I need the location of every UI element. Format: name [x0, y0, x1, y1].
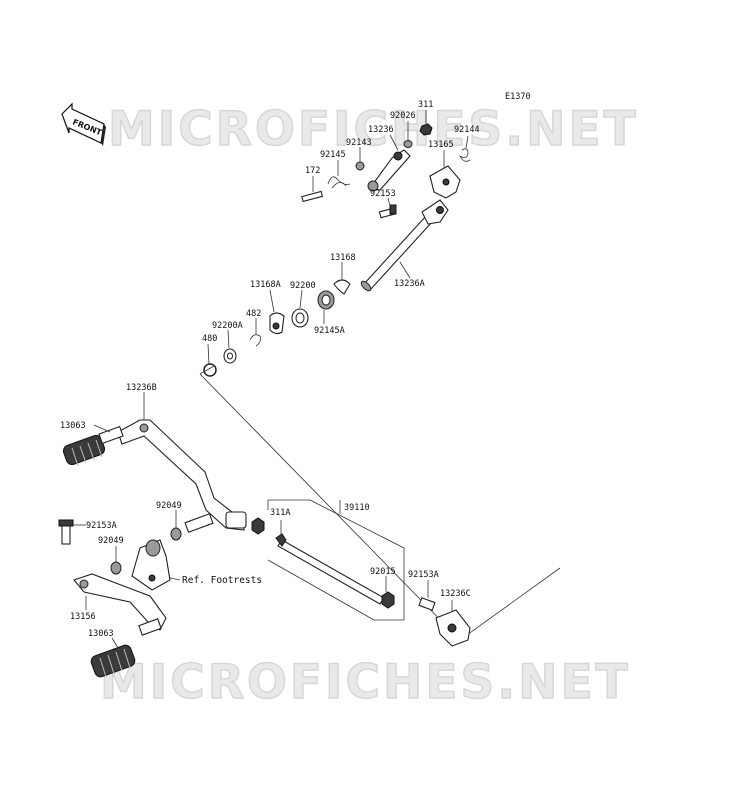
- label-92200A: 92200A: [212, 321, 243, 331]
- washer-92049-lower: [110, 546, 122, 575]
- diagram-code: E1370: [505, 92, 531, 102]
- label-311: 311: [418, 100, 433, 110]
- label-13236A: 13236A: [394, 279, 425, 289]
- washer-92200A: [223, 329, 237, 364]
- bolt-92153A-left: [58, 519, 86, 545]
- label-13063-lower: 13063: [88, 629, 114, 639]
- label-480: 480: [202, 334, 217, 344]
- label-13236C: 13236C: [440, 589, 471, 599]
- alignment-line-2: [459, 567, 561, 641]
- footrest-bracket: [131, 539, 181, 591]
- plate-13165: [429, 150, 461, 199]
- label-13156: 13156: [70, 612, 96, 622]
- shift-rod: [275, 520, 385, 605]
- nut-pedal-end: [251, 517, 265, 535]
- label-92144: 92144: [454, 125, 480, 135]
- bolt-92153: [378, 197, 397, 219]
- part-13168A: [269, 289, 285, 335]
- collar-92143: [355, 147, 365, 171]
- part-13168: [333, 262, 351, 295]
- label-92049-lower: 92049: [98, 536, 124, 546]
- washer-92200: [291, 289, 309, 328]
- nut-92015: [381, 576, 395, 609]
- washer-92049-upper: [170, 510, 214, 541]
- lever-13236C: [418, 580, 471, 647]
- watermark-bottom: MICROFICHES.NET: [100, 655, 631, 710]
- label-482: 482: [246, 309, 261, 319]
- label-311A: 311A: [270, 508, 290, 518]
- ref-footrests-note: Ref. Footrests: [182, 575, 262, 586]
- ring-480: [203, 343, 217, 377]
- label-39110: 39110: [344, 503, 370, 513]
- front-arrow-icon: FRONT: [61, 102, 106, 146]
- label-92049-upper: 92049: [156, 501, 182, 511]
- shift-pedal-13156: [73, 573, 167, 636]
- label-13165: 13165: [428, 140, 454, 150]
- spring-92145: [327, 160, 351, 189]
- spring-92145A: [317, 290, 335, 324]
- label-172: 172: [305, 166, 320, 176]
- alignment-line: [199, 373, 461, 641]
- shift-shaft-13236A: [360, 199, 449, 292]
- shift-arm-13236: [367, 134, 411, 192]
- label-92145A: 92145A: [314, 326, 345, 336]
- label-92200: 92200: [290, 281, 316, 291]
- spring-92144: [458, 135, 471, 162]
- label-13236B: 13236B: [126, 383, 157, 393]
- watermark-top: MICROFICHES.NET: [108, 102, 639, 157]
- label-13063-upper: 13063: [60, 421, 86, 431]
- clip-482: [249, 318, 261, 347]
- label-92026: 92026: [390, 111, 416, 121]
- label-13236: 13236: [368, 125, 394, 135]
- pedal-rubber-13063-lower: [90, 637, 136, 678]
- label-92153A-right: 92153A: [408, 570, 439, 580]
- pin-172: [301, 176, 324, 203]
- label-13168: 13168: [330, 253, 356, 263]
- bracket-39110: [267, 499, 405, 621]
- washer-92026: [403, 121, 413, 148]
- label-92145: 92145: [320, 150, 346, 160]
- pedal-rubber-13063-upper: [62, 424, 124, 467]
- label-92153A-left: 92153A: [86, 521, 117, 531]
- label-13168A: 13168A: [250, 280, 281, 290]
- label-92143: 92143: [346, 138, 372, 148]
- label-92015: 92015: [370, 567, 396, 577]
- nut-311: [419, 110, 433, 136]
- shift-pedal-13236B: [117, 392, 247, 531]
- label-92153: 92153: [370, 189, 396, 199]
